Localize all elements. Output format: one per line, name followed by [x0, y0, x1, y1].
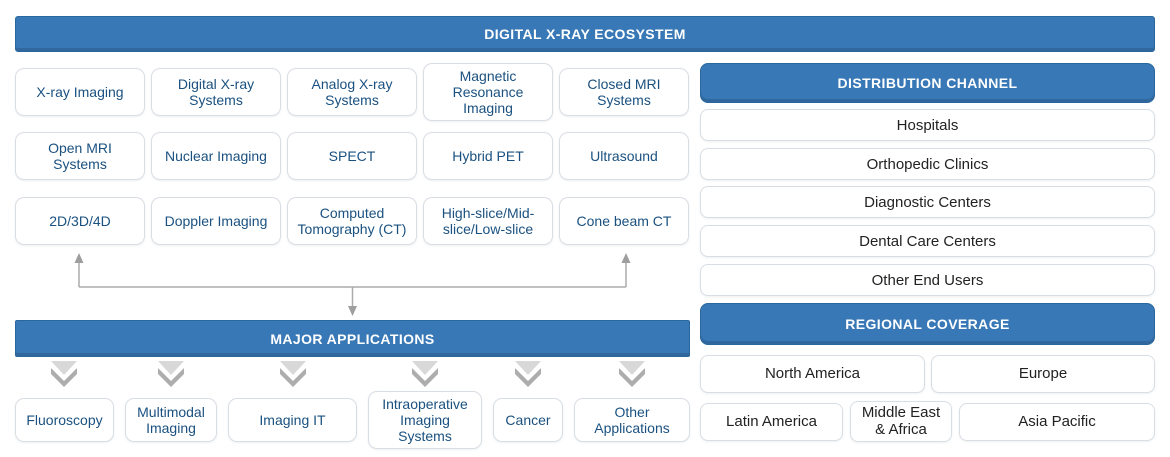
region-box-middle-east-africa: Middle East & Africa: [850, 401, 952, 442]
distribution-channel-title: DISTRIBUTION CHANNEL: [837, 75, 1018, 91]
box-label: Latin America: [726, 413, 817, 431]
box-label: High-slice/Mid-slice/Low-slice: [441, 204, 535, 237]
box-label: Magnetic Resonance Imaging: [452, 67, 524, 117]
distribution-item-hospitals: Hospitals: [700, 109, 1155, 141]
box-label: Multimodal Imaging: [137, 403, 205, 436]
box-label: Asia Pacific: [1018, 413, 1096, 431]
region-box-asia-pacific: Asia Pacific: [959, 403, 1155, 441]
box-label: Hybrid PET: [452, 147, 524, 164]
distribution-item-diagnostic-centers: Diagnostic Centers: [700, 186, 1155, 218]
regional-coverage-title: REGIONAL COVERAGE: [845, 316, 1010, 332]
box-label: Digital X-ray Systems: [177, 75, 255, 108]
box-label: Europe: [1018, 365, 1068, 383]
region-box-north-america: North America: [700, 355, 925, 393]
ecosystem-row-3: 2D/3D/4D Doppler Imaging Computed Tomogr…: [15, 193, 691, 249]
application-box-other-applications: Other Applications: [574, 398, 690, 442]
box-label: Computed Tomography (CT): [297, 204, 407, 237]
application-box-fluoroscopy: Fluoroscopy: [15, 398, 114, 442]
box-label: Open MRI Systems: [48, 139, 112, 172]
item-label: Other End Users: [871, 271, 984, 289]
ecosystem-row-1: X-ray Imaging Digital X-ray Systems Anal…: [15, 62, 691, 122]
ecosystem-box-closed-mri-systems: Closed MRI Systems: [559, 68, 689, 116]
ecosystem-box-magnetic-resonance-imaging: Magnetic Resonance Imaging: [423, 62, 553, 122]
box-label: 2D/3D/4D: [49, 212, 111, 229]
ecosystem-box-doppler-imaging: Doppler Imaging: [151, 197, 281, 245]
application-box-intraoperative-imaging-systems: Intraoperative Imaging Systems: [368, 390, 482, 450]
ecosystem-row-2: Open MRI Systems Nuclear Imaging SPECT H…: [15, 128, 691, 184]
ecosystem-box-ultrasound: Ultrasound: [559, 132, 689, 180]
ecosystem-box-2d3d4d: 2D/3D/4D: [15, 197, 145, 245]
ecosystem-box-nuclear-imaging: Nuclear Imaging: [151, 132, 281, 180]
down-arrow-icon: [51, 361, 77, 388]
ecosystem-box-digital-xray-systems: Digital X-ray Systems: [151, 68, 281, 116]
box-label: Doppler Imaging: [164, 212, 268, 229]
ecosystem-box-open-mri-systems: Open MRI Systems: [15, 132, 145, 180]
application-box-imaging-it: Imaging IT: [228, 398, 357, 442]
distribution-channel-title-bar: DISTRIBUTION CHANNEL: [700, 63, 1155, 103]
application-box-cancer: Cancer: [493, 398, 563, 442]
ecosystem-box-spect: SPECT: [287, 132, 417, 180]
item-label: Orthopedic Clinics: [866, 155, 989, 173]
major-applications-title-bar: MAJOR APPLICATIONS: [15, 320, 690, 357]
item-label: Hospitals: [896, 116, 959, 134]
distribution-item-dental-care-centers: Dental Care Centers: [700, 225, 1155, 257]
ecosystem-box-hybrid-pet: Hybrid PET: [423, 132, 553, 180]
box-label: Analog X-ray Systems: [311, 75, 393, 108]
ecosystem-title-bar: DIGITAL X-RAY ECOSYSTEM: [15, 16, 1155, 52]
ecosystem-box-xray-imaging: X-ray Imaging: [15, 68, 145, 116]
box-label: SPECT: [328, 147, 376, 164]
region-box-latin-america: Latin America: [700, 403, 843, 441]
down-arrow-icon: [515, 361, 541, 388]
application-box-multimodal-imaging: Multimodal Imaging: [125, 398, 217, 442]
box-label: Other Applications: [594, 403, 670, 436]
down-arrow-icon: [619, 361, 645, 388]
distribution-item-other-end-users: Other End Users: [700, 264, 1155, 296]
box-label: X-ray Imaging: [36, 83, 124, 100]
box-label: Cone beam CT: [576, 212, 672, 229]
distribution-item-orthopedic-clinics: Orthopedic Clinics: [700, 148, 1155, 180]
down-arrow-icon: [280, 361, 306, 388]
box-label: Middle East & Africa: [861, 404, 941, 439]
region-box-europe: Europe: [931, 355, 1155, 393]
box-label: Closed MRI Systems: [587, 75, 661, 108]
down-arrow-icon: [412, 361, 438, 388]
ecosystem-box-computed-tomography: Computed Tomography (CT): [287, 197, 417, 245]
box-label: Fluoroscopy: [26, 411, 103, 428]
box-label: North America: [764, 365, 861, 383]
box-label: Imaging IT: [259, 411, 326, 428]
item-label: Diagnostic Centers: [864, 193, 991, 211]
box-label: Intraoperative Imaging Systems: [382, 395, 468, 445]
box-label: Cancer: [505, 411, 551, 428]
ecosystem-box-cone-beam-ct: Cone beam CT: [559, 197, 689, 245]
box-label: Ultrasound: [590, 147, 658, 164]
ecosystem-box-analog-xray-systems: Analog X-ray Systems: [287, 68, 417, 116]
major-applications-row: Fluoroscopy Multimodal Imaging Imaging I…: [15, 390, 690, 450]
ecosystem-box-high-mid-low-slice: High-slice/Mid-slice/Low-slice: [423, 197, 553, 245]
down-arrow-icon: [158, 361, 184, 388]
major-applications-title: MAJOR APPLICATIONS: [270, 330, 435, 347]
ecosystem-title: DIGITAL X-RAY ECOSYSTEM: [484, 26, 686, 42]
item-label: Dental Care Centers: [859, 232, 996, 250]
regional-coverage-title-bar: REGIONAL COVERAGE: [700, 303, 1155, 345]
box-label: Nuclear Imaging: [165, 147, 267, 164]
